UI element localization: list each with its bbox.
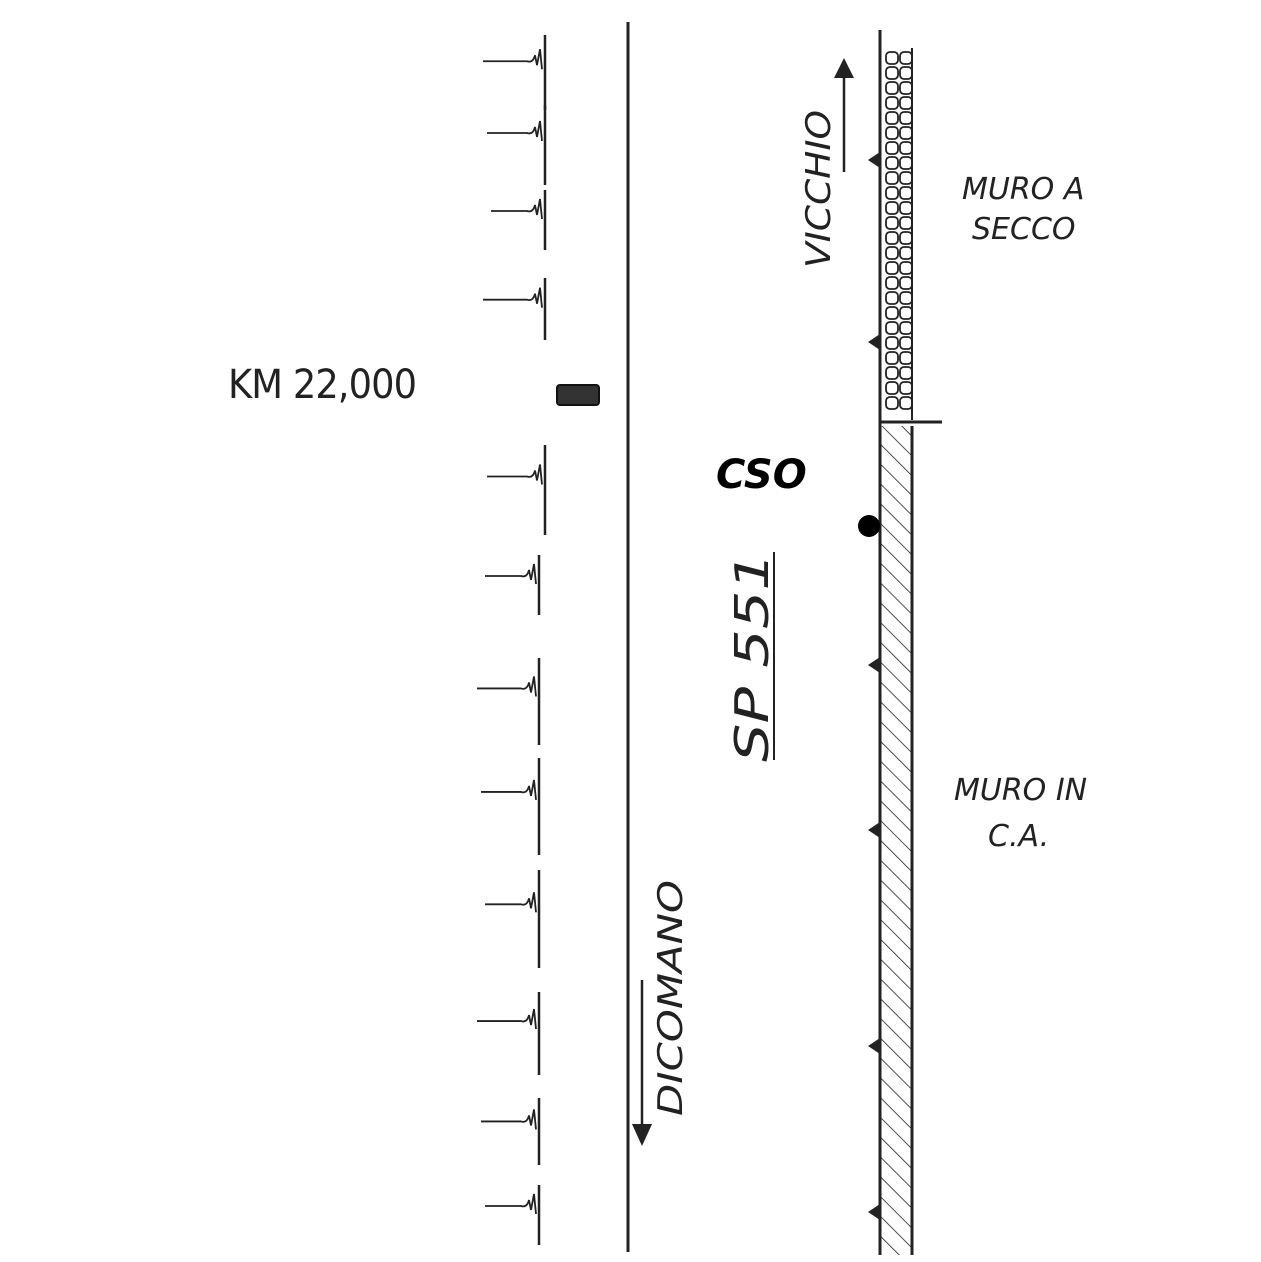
concrete-wall-label: MURO IN C.A. [954, 768, 1087, 860]
stone [899, 366, 913, 380]
roadside-post [487, 445, 547, 535]
roadside-post [483, 278, 547, 340]
dry-wall-label: MURO A SECCO [962, 170, 1084, 250]
stone [885, 66, 899, 80]
stone [885, 351, 899, 365]
stone [899, 216, 913, 230]
roadside-post [487, 105, 547, 185]
concrete-wall-label-line2: C.A. [988, 819, 1050, 854]
stone [885, 246, 899, 260]
stone [885, 186, 899, 200]
stone [885, 51, 899, 65]
km-marker-block [556, 384, 600, 406]
stone [885, 126, 899, 140]
stone [885, 396, 899, 410]
wall-marker-triangle [868, 1038, 880, 1054]
wall-marker-triangle [868, 152, 880, 168]
stone [885, 201, 899, 215]
concrete-wall-label-line1: MURO IN [954, 773, 1088, 808]
stone [899, 126, 913, 140]
wall-marker-triangle [868, 822, 880, 838]
stone [885, 381, 899, 395]
stone [899, 141, 913, 155]
stone [899, 291, 913, 305]
stone [899, 261, 913, 275]
stone [899, 96, 913, 110]
roadside-post [485, 555, 541, 615]
wall-marker-triangle [868, 657, 880, 673]
roadside-post [485, 870, 541, 968]
stone [885, 291, 899, 305]
stone [899, 231, 913, 245]
stone [899, 66, 913, 80]
roadside-post [485, 1185, 541, 1245]
stone [899, 201, 913, 215]
wall-markers [868, 152, 880, 1220]
stone [899, 396, 913, 410]
cso-label: CSO [716, 452, 807, 498]
stone [885, 231, 899, 245]
cso-point [858, 515, 880, 537]
dry-wall-label-line1: MURO A [962, 172, 1085, 207]
stone [885, 366, 899, 380]
roadside-post [477, 992, 541, 1075]
stone [885, 156, 899, 170]
roadside-posts [477, 35, 547, 1245]
stone [899, 351, 913, 365]
stone [885, 141, 899, 155]
dry-stone-wall [885, 51, 913, 410]
stone [885, 96, 899, 110]
stone [885, 321, 899, 335]
concrete-wall-hatch [881, 426, 911, 1255]
vicchio-label: VICCHIO [799, 110, 839, 268]
stone [899, 276, 913, 290]
stone [899, 336, 913, 350]
stone [899, 171, 913, 185]
stone [885, 216, 899, 230]
stone [899, 381, 913, 395]
stone [885, 171, 899, 185]
stone [899, 306, 913, 320]
roadside-post [477, 658, 541, 745]
stone [885, 276, 899, 290]
roadside-post [491, 190, 547, 250]
stone [899, 51, 913, 65]
stone [885, 336, 899, 350]
roadside-post [481, 758, 541, 855]
km-marker-label: KM 22,000 [228, 362, 417, 408]
wall-marker-triangle [868, 1204, 880, 1220]
roadside-post [483, 35, 547, 110]
stone [885, 111, 899, 125]
stone [899, 111, 913, 125]
arrow-up-icon [834, 58, 854, 172]
stone [899, 81, 913, 95]
stone [899, 246, 913, 260]
stone [899, 186, 913, 200]
dry-wall-label-line2: SECCO [972, 212, 1076, 247]
stone [899, 321, 913, 335]
arrow-down-icon [632, 980, 652, 1146]
stone [885, 81, 899, 95]
road-name-label: SP 551 [725, 552, 779, 762]
dicomano-label: DICOMANO [651, 880, 691, 1116]
stone [899, 156, 913, 170]
stone [885, 261, 899, 275]
wall-marker-triangle [868, 334, 880, 350]
stone [885, 306, 899, 320]
roadside-post [481, 1098, 541, 1165]
